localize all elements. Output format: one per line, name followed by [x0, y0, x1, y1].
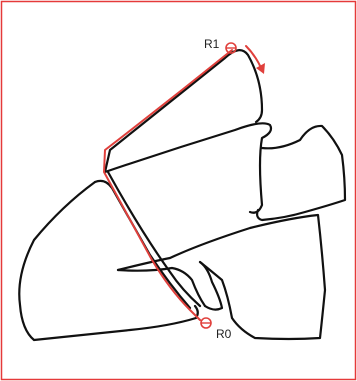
upper-fragment-outline: [105, 50, 262, 172]
label-r0: R0: [216, 327, 232, 341]
inner-diagonal-2-outline: [108, 172, 200, 306]
label-r1: R1: [204, 37, 220, 51]
right-wing-outline: [257, 126, 345, 220]
theta-circle-icon: [201, 318, 211, 328]
upper-ridge-outline: [105, 123, 271, 212]
left-body-outline: [19, 182, 198, 340]
lower-process-outline: [118, 215, 325, 339]
bone-outline: [19, 50, 345, 340]
